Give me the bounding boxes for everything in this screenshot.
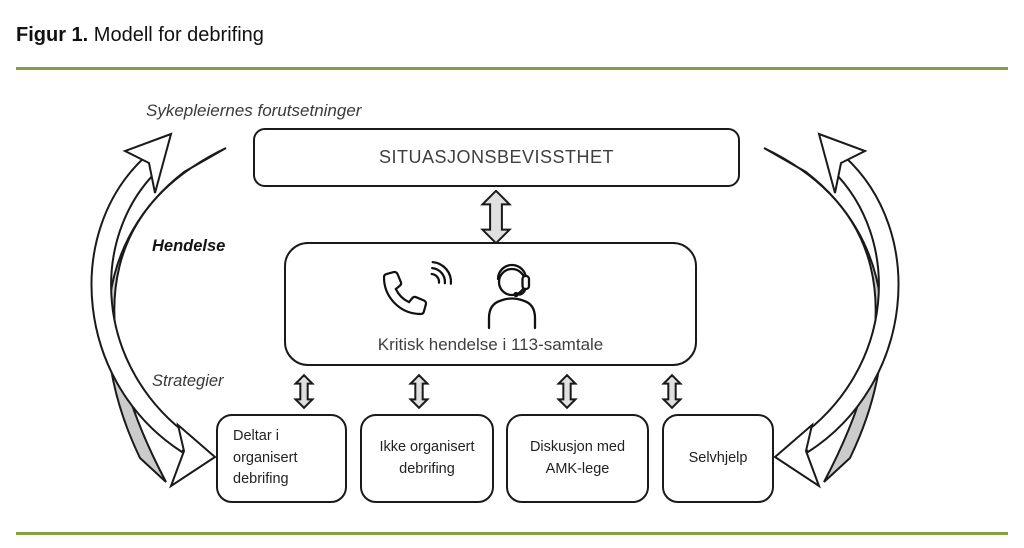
gray-swoosh-down-arrow (763, 147, 884, 483)
white-arrowhead-up-icon (122, 132, 173, 194)
white-arrowhead-into-box-icon (773, 422, 822, 489)
critical-event-icons (383, 260, 537, 330)
up-down-arrow-icon (295, 374, 313, 409)
right-cycle-arrows (763, 132, 900, 489)
operator-headset-icon (487, 263, 537, 330)
strategy-box-discussion-amk-doctor: Diskusjon med AMK-lege (506, 414, 649, 503)
situational-awareness-box: SITUASJONSBEVISSTHET (253, 128, 740, 187)
strategy-box-text: Selvhjelp (688, 449, 748, 466)
preconditions-label: Sykepleiernes forutsetninger (146, 101, 362, 120)
strategy-box-organized-debriefing: Deltar i organisert debrifing (216, 414, 347, 503)
gray-swoosh-down-arrow (106, 147, 227, 483)
up-down-arrow-icon (558, 374, 576, 409)
critical-event-box: Kritisk hendelse i 113-samtale (284, 242, 697, 366)
ringing-phone-icon (383, 260, 453, 316)
strategy-box-text: Deltar i organisert debrifing (233, 427, 298, 488)
top-accent-rule (16, 67, 1008, 70)
situational-awareness-text: SITUASJONSBEVISSTHET (378, 147, 615, 167)
white-arrowhead-up-icon (817, 132, 868, 194)
figure-title: Modell for debrifing (93, 24, 264, 46)
left-cycle-arrows (90, 132, 227, 489)
event-label: Hendelse (152, 237, 226, 255)
white-curved-arrow-band (90, 154, 194, 454)
white-arrowhead-into-box-icon (168, 422, 217, 489)
up-down-arrow-icon (663, 374, 681, 409)
strategies-label: Strategier (152, 372, 224, 390)
up-down-arrow-icon (410, 374, 428, 409)
strategy-box-no-organized-debriefing: Ikke organisert debrifing (360, 414, 494, 503)
figure-number: Figur 1. (16, 24, 89, 46)
critical-event-text: Kritisk hendelse i 113-samtale (377, 335, 604, 354)
strategy-box-text: Ikke organisert debrifing (379, 438, 475, 477)
white-curved-arrow-band (796, 154, 900, 454)
strategy-box-self-help: Selvhjelp (662, 414, 774, 503)
up-down-arrow-icon (481, 190, 511, 244)
strategy-box-text: Diskusjon med AMK-lege (529, 438, 626, 477)
figure-caption: Figur 1. Modell for debrifing (16, 24, 264, 47)
bottom-accent-rule (16, 532, 1008, 535)
